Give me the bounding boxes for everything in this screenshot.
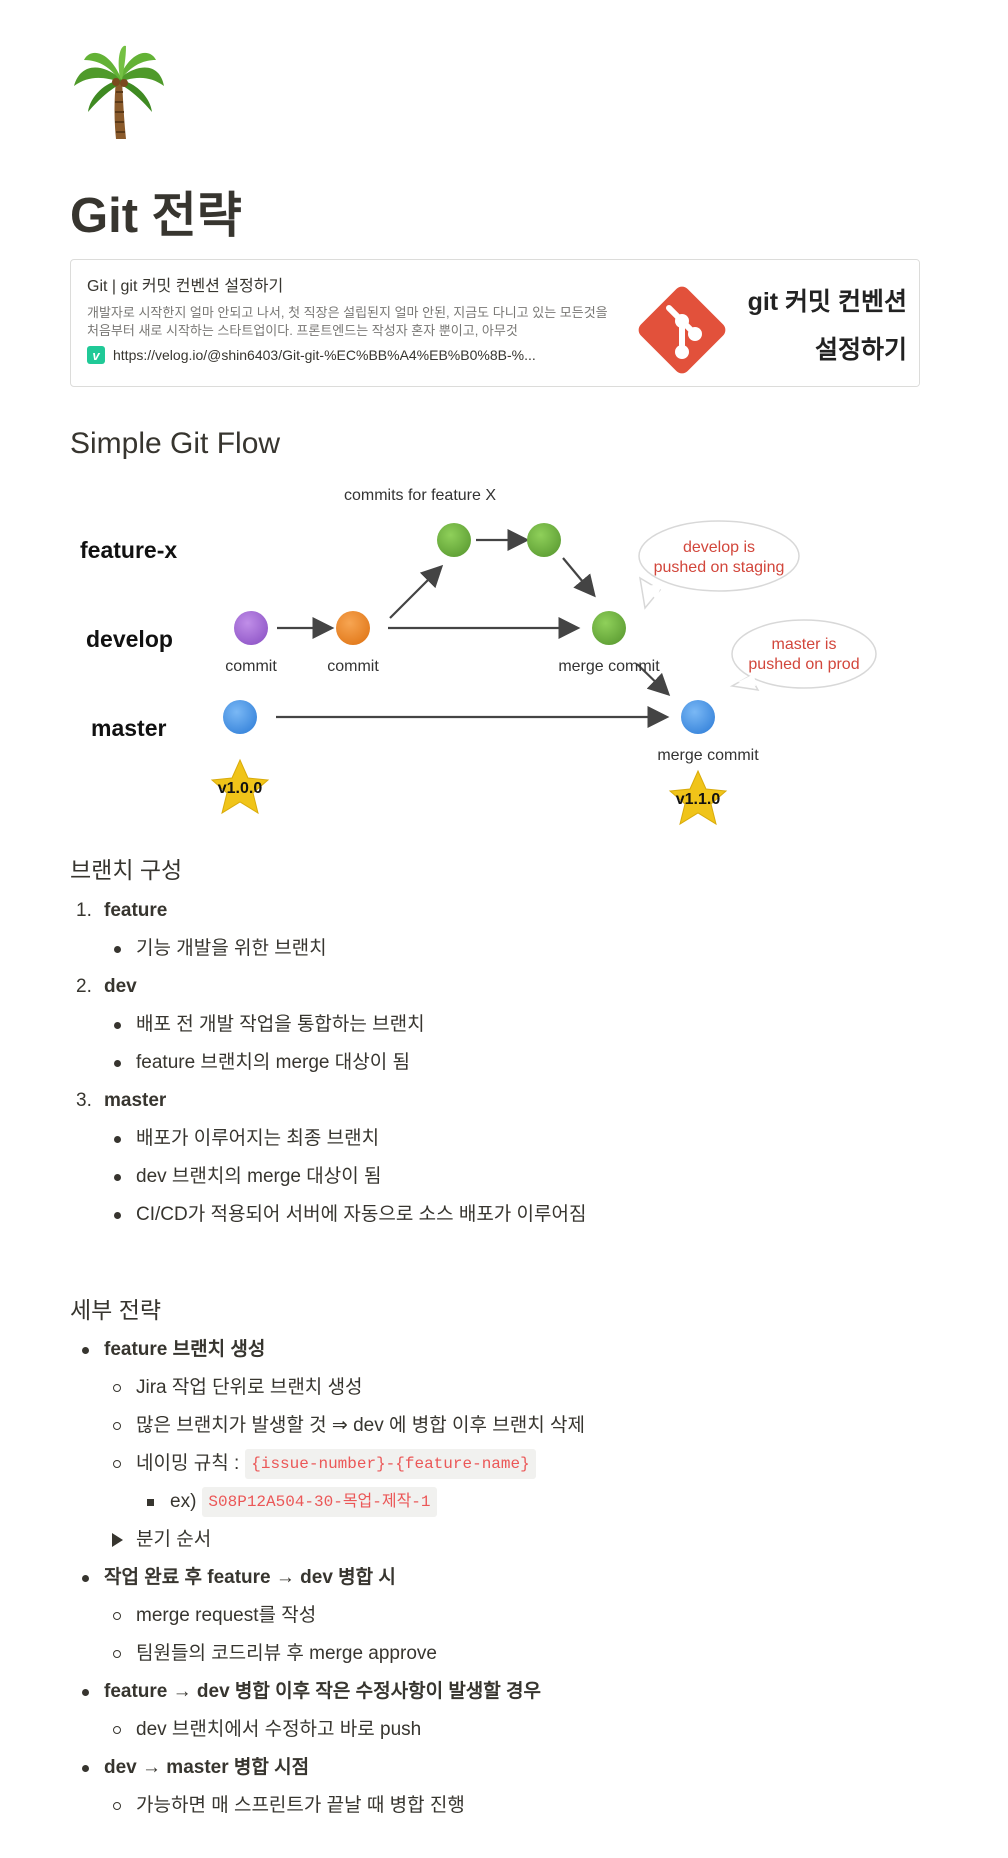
thumbnail-line-2: 설정하기 — [814, 336, 907, 364]
list-subitem: 배포가 이루어지는 최종 브랜치 — [70, 1120, 870, 1158]
list-subsubitem-example: ex)S08P12A504-30-목업-제작-1 — [70, 1483, 870, 1521]
velog-favicon-icon: v — [87, 346, 105, 364]
list-subitem: Jira 작업 단위로 브랜치 생성 — [70, 1369, 870, 1407]
list-subitem: merge request를 작성 — [70, 1597, 870, 1635]
list-subitem: 기능 개발을 위한 브랜치 — [70, 930, 870, 968]
palm-tree-icon[interactable] — [70, 42, 166, 142]
svg-text:pushed on staging: pushed on staging — [654, 559, 785, 576]
branch-label-master: master — [91, 715, 166, 741]
svg-text:v1.1.0: v1.1.0 — [676, 791, 721, 808]
list-subitem: feature 브랜치의 merge 대상이 됨 — [70, 1044, 870, 1082]
list-subitem: dev 브랜치의 merge 대상이 됨 — [70, 1158, 870, 1196]
commit-label-1: commit — [225, 658, 277, 675]
bookmark-description: 개발자로 시작한지 얼마 안되고 나서, 첫 직장은 설립된지 얼마 안된, 지… — [87, 305, 608, 338]
merge-commit-label-master: merge commit — [657, 747, 759, 764]
list-subitem: 많은 브랜치가 발생할 것 ⇒ dev 에 병합 이후 브랜치 삭제 — [70, 1407, 870, 1445]
section-heading-simple-git-flow: Simple Git Flow — [70, 427, 281, 460]
list-item-feature: 1. feature — [76, 900, 168, 921]
tag-star-v1-0-0: v1.0.0 — [210, 758, 270, 815]
list-item-merge-dev-master: dev → master 병합 시점 — [70, 1749, 870, 1787]
tag-star-v1-1-0: v1.1.0 — [668, 769, 728, 826]
list-item-master: 3. master — [76, 1090, 167, 1111]
list-subitem: CI/CD가 적용되어 서버에 자동으로 소스 배포가 이루어짐 — [70, 1196, 870, 1234]
list-item-small-fixes: feature → dev 병합 이후 작은 수정사항이 발생할 경우 — [70, 1673, 870, 1711]
bookmark-text: Git | git 커밋 컨벤션 설정하기 개발자로 시작한지 얼마 안되고 나… — [71, 260, 629, 386]
toggle-triangle-icon — [112, 1533, 123, 1547]
feature-commits-caption: commits for feature X — [344, 487, 496, 504]
bookmark-url: https://velog.io/@shin6403/Git-git-%EC%B… — [113, 347, 536, 363]
git-logo-icon — [638, 286, 726, 374]
svg-text:develop is: develop is — [683, 539, 755, 556]
heading-detail-strategy: 세부 전략 — [70, 1297, 162, 1323]
svg-text:v1.0.0: v1.0.0 — [218, 780, 263, 797]
bookmark-thumbnail: git 커밋 컨벤션 설정하기 — [629, 260, 919, 386]
merge-commit-master — [681, 700, 715, 734]
list-item-merge-feature-dev: 작업 완료 후 feature → dev 병합 시 — [70, 1559, 870, 1597]
commit-develop-1 — [234, 611, 268, 645]
thumbnail-line-1: git 커밋 컨벤션 — [747, 288, 907, 316]
branch-label-develop: develop — [86, 626, 173, 652]
svg-text:pushed on prod: pushed on prod — [748, 656, 859, 673]
merge-commit-develop — [592, 611, 626, 645]
inline-code-naming: {issue-number}-{feature-name} — [245, 1449, 536, 1479]
inline-code-example: S08P12A504-30-목업-제작-1 — [202, 1487, 437, 1517]
commit-label-2: commit — [327, 658, 379, 675]
bookmark-card[interactable]: Git | git 커밋 컨벤션 설정하기 개발자로 시작한지 얼마 안되고 나… — [70, 259, 920, 387]
list-subitem: 가능하면 매 스프린트가 끝날 때 병합 진행 — [70, 1787, 870, 1825]
list-subitem: dev 브랜치에서 수정하고 바로 push — [70, 1711, 870, 1749]
bookmark-title: Git | git 커밋 컨벤션 설정하기 — [87, 278, 284, 295]
list-subitem: 배포 전 개발 작업을 통합하는 브랜치 — [70, 1006, 870, 1044]
list-item-dev: 2. dev — [76, 976, 137, 997]
bubble-develop-staging: develop is pushed on staging — [638, 520, 800, 610]
list-subitem: 팀원들의 코드리뷰 후 merge approve — [70, 1635, 870, 1673]
detail-list: feature 브랜치 생성 Jira 작업 단위로 브랜치 생성 많은 브랜치… — [70, 1331, 870, 1825]
thumbnail-title: git 커밋 컨벤션 설정하기 — [737, 278, 907, 374]
merge-commit-label-develop: merge commit — [558, 658, 660, 675]
commit-feature-1 — [437, 523, 471, 557]
page-title: Git 전략 — [70, 189, 242, 243]
heading-branch-structure: 브랜치 구성 — [70, 857, 183, 883]
list-subitem-naming-rule: 네이밍 규칙 :{issue-number}-{feature-name} — [70, 1445, 870, 1483]
svg-text:master is: master is — [772, 636, 837, 653]
commit-master-1 — [223, 700, 257, 734]
branch-list: 1. feature 기능 개발을 위한 브랜치 2. dev 배포 전 개발 … — [70, 892, 870, 1234]
branch-label-feature-x: feature-x — [80, 537, 177, 563]
commit-feature-2 — [527, 523, 561, 557]
bubble-master-prod: master is pushed on prod — [729, 619, 877, 691]
list-item-feature-branch-create: feature 브랜치 생성 — [70, 1331, 870, 1369]
git-flow-diagram: feature-x develop master commits for fea… — [80, 487, 877, 826]
bookmark-link[interactable]: v https://velog.io/@shin6403/Git-git-%EC… — [87, 346, 613, 364]
commit-develop-2 — [336, 611, 370, 645]
toggle-branch-order[interactable]: 분기 순서 — [70, 1521, 870, 1559]
